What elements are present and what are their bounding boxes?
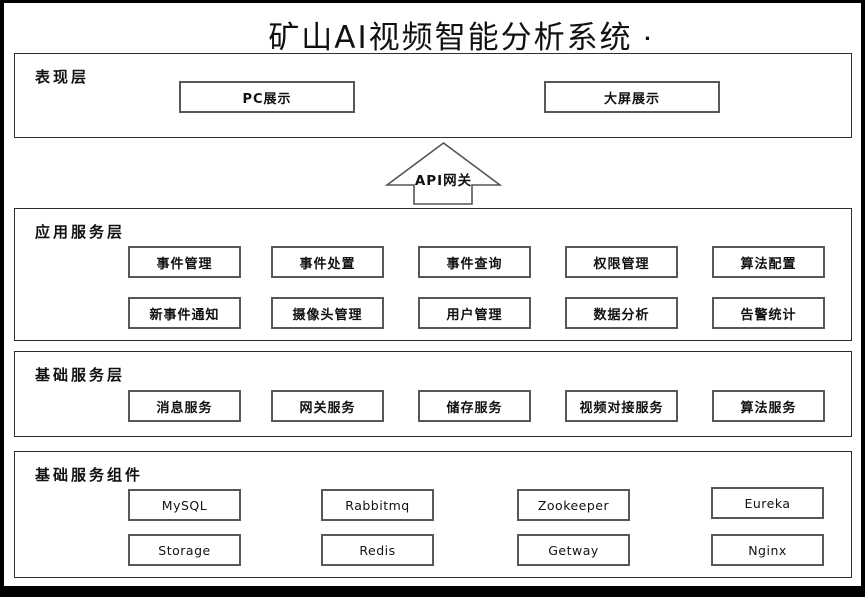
layer-presentation-label: 表现层 [35, 68, 90, 86]
layer-application: 应用服务层 事件管理 事件处置 事件查询 权限管理 算法配置 新事件通知 摄像头… [14, 208, 852, 341]
layer-components: 基础服务组件 MySQL Rabbitmq Zookeeper Eureka S… [14, 451, 852, 578]
layer-components-label: 基础服务组件 [35, 466, 144, 484]
layer-presentation: 表现层 PC展示 大屏展示 [14, 53, 852, 138]
node-storage: Storage [128, 534, 241, 566]
up-arrow-icon [385, 142, 502, 205]
node-pc-display: PC展示 [179, 81, 355, 113]
node-zookeeper: Zookeeper [517, 489, 630, 521]
node-nginx: Nginx [711, 534, 824, 566]
node-new-event-notification: 新事件通知 [128, 297, 241, 329]
node-event-management: 事件管理 [128, 246, 241, 278]
layer-base-services-label: 基础服务层 [35, 366, 126, 384]
page-title: 矿山AI视频智能分析系统 [268, 20, 633, 56]
layer-base-services: 基础服务层 消息服务 网关服务 储存服务 视频对接服务 算法服务 [14, 351, 852, 437]
node-user-management: 用户管理 [418, 297, 531, 329]
node-redis: Redis [321, 534, 434, 566]
node-event-handling: 事件处置 [271, 246, 384, 278]
api-gateway-arrow: API网关 [385, 141, 502, 206]
node-getway: Getway [517, 534, 630, 566]
node-alarm-statistics: 告警统计 [712, 297, 825, 329]
node-camera-management: 摄像头管理 [271, 297, 384, 329]
node-permission-management: 权限管理 [565, 246, 678, 278]
layer-application-label: 应用服务层 [35, 223, 126, 241]
api-gateway-label: API网关 [414, 173, 473, 189]
node-storage-service: 储存服务 [418, 390, 531, 422]
node-message-service: 消息服务 [128, 390, 241, 422]
node-eureka: Eureka [711, 487, 824, 519]
node-mysql: MySQL [128, 489, 241, 521]
title-period: . [644, 24, 651, 45]
node-video-docking-service: 视频对接服务 [565, 390, 678, 422]
node-algorithm-config: 算法配置 [712, 246, 825, 278]
node-event-query: 事件查询 [418, 246, 531, 278]
node-big-screen-display: 大屏展示 [544, 81, 720, 113]
node-data-analysis: 数据分析 [565, 297, 678, 329]
node-algorithm-service: 算法服务 [712, 390, 825, 422]
node-rabbitmq: Rabbitmq [321, 489, 434, 521]
node-gateway-service: 网关服务 [271, 390, 384, 422]
